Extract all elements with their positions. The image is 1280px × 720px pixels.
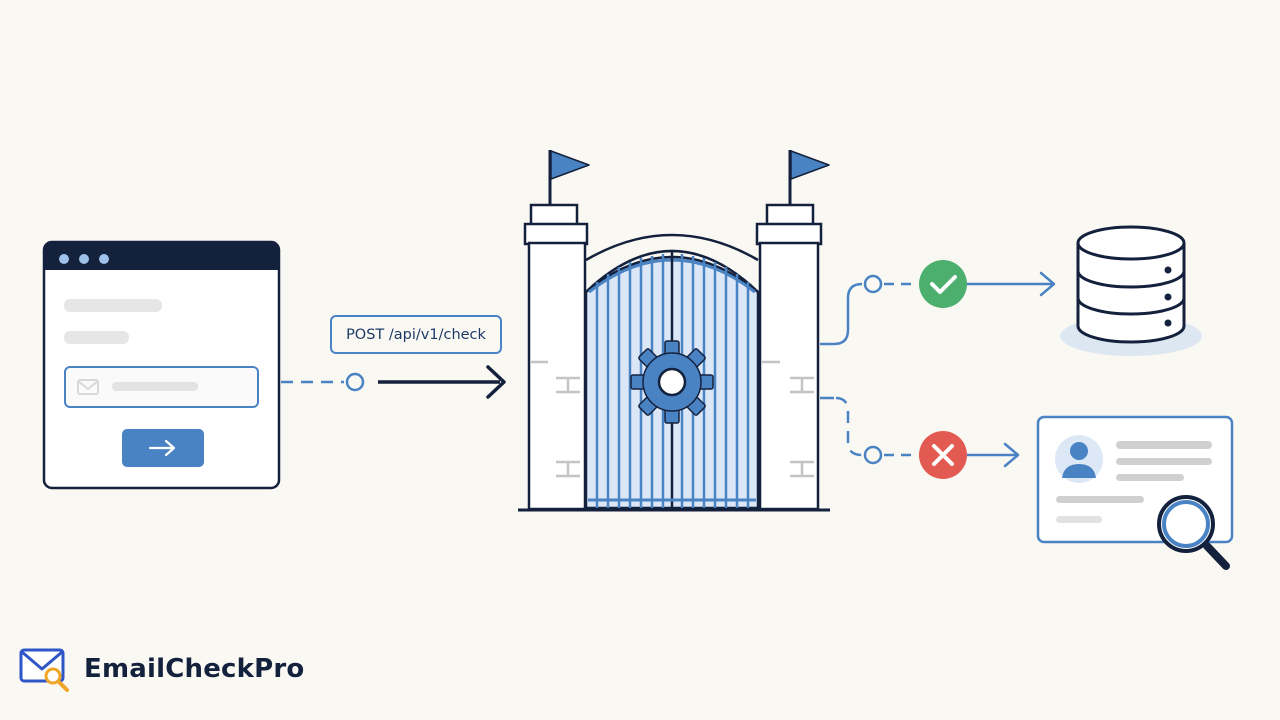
flag-icon xyxy=(788,150,830,205)
magnifier-icon xyxy=(1157,495,1230,570)
database-icon xyxy=(1060,225,1202,356)
request-connector xyxy=(281,365,506,399)
flag-icon xyxy=(548,150,590,205)
api-endpoint-text: POST /api/v1/check xyxy=(346,326,486,343)
profile-card-icon xyxy=(1036,415,1234,570)
valid-branch xyxy=(820,260,1056,346)
browser-form-icon xyxy=(42,240,281,490)
mail-search-icon xyxy=(19,648,69,692)
brand-name: EmailCheckPro xyxy=(84,654,305,684)
api-endpoint-label: POST /api/v1/check xyxy=(330,315,502,354)
invalid-branch xyxy=(820,396,1020,479)
check-icon xyxy=(919,260,967,308)
gate-icon xyxy=(518,150,830,512)
brand: EmailCheckPro xyxy=(18,646,305,692)
gear-icon xyxy=(630,340,714,424)
submit-button xyxy=(122,429,204,467)
x-icon xyxy=(919,431,967,479)
envelope-icon xyxy=(77,379,99,395)
